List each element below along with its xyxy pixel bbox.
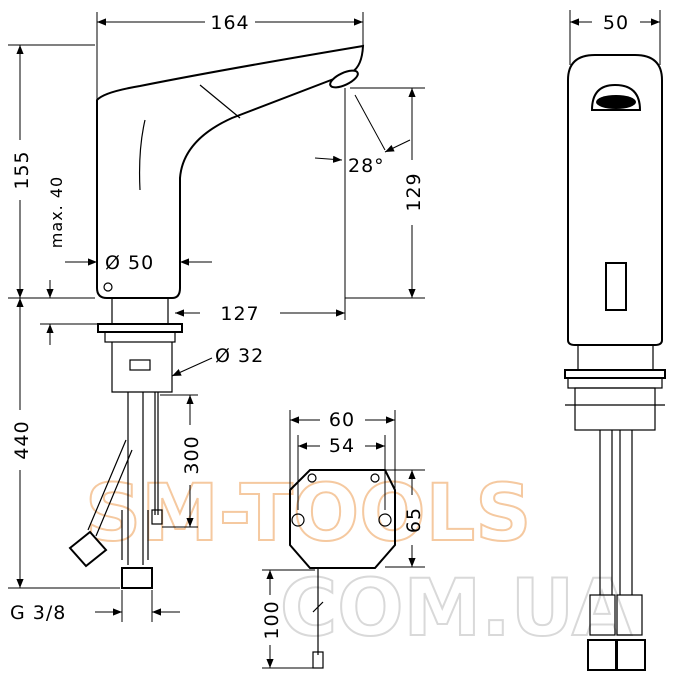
aerator-icon xyxy=(329,69,359,89)
control-box: 60 54 65 100 xyxy=(261,409,425,669)
dim-hole-32: Ø 32 xyxy=(215,345,264,367)
watermark: SM-TOOLS COM.UA xyxy=(84,468,633,655)
dim-box-width-60: 60 xyxy=(329,409,355,431)
dim-install-440: 440 xyxy=(11,420,33,459)
dim-max-40: max. 40 xyxy=(47,176,66,248)
dim-width-164: 164 xyxy=(210,12,249,34)
watermark-line2: COM.UA xyxy=(280,564,632,654)
side-view: 50 xyxy=(564,10,666,671)
hose-nut xyxy=(121,567,153,589)
sensor-dot xyxy=(103,282,113,292)
dim-reach-127: 127 xyxy=(220,303,259,325)
dim-side-width-50: 50 xyxy=(603,12,629,34)
dim-spout-129: 129 xyxy=(403,172,425,211)
dim-cable-100: 100 xyxy=(261,600,283,639)
dim-angle-28: 28° xyxy=(348,155,385,177)
dim-box-height-65: 65 xyxy=(403,507,425,533)
front-view: 164 155 max. 40 xyxy=(8,12,425,624)
dim-cable-300: 300 xyxy=(181,435,203,474)
dim-box-width-54: 54 xyxy=(329,435,355,457)
watermark-line1: SM-TOOLS xyxy=(85,469,531,559)
dim-thread-g38: G 3/8 xyxy=(10,602,66,624)
hose-nut-angled xyxy=(68,530,108,568)
dim-height-155: 155 xyxy=(11,150,33,189)
dim-diameter-50: Ø 50 xyxy=(105,252,154,274)
